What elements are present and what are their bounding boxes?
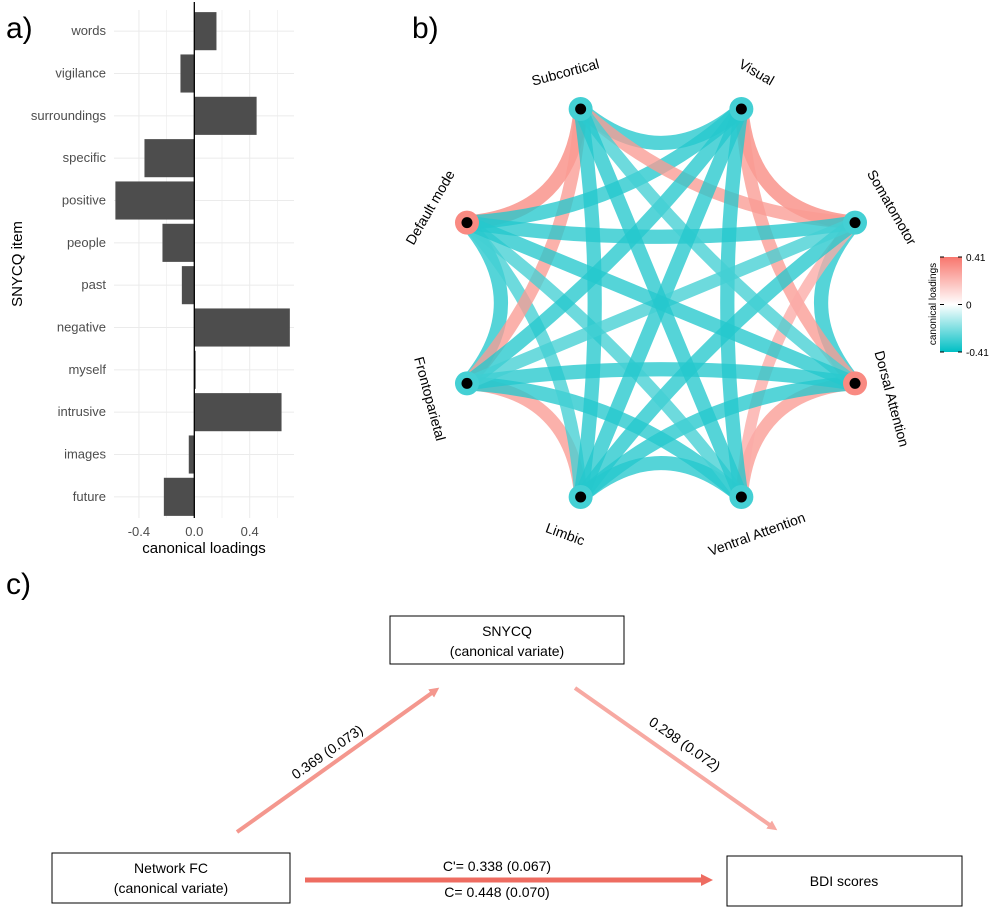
y-tick-label: negative	[57, 320, 106, 335]
bar-negative	[194, 308, 290, 347]
node-dot-Somatomotor	[849, 217, 861, 229]
x-tick-label: 0.4	[241, 524, 259, 539]
legend-tick-label: 0.41	[966, 253, 986, 264]
legend-ticks: 0.41 0 -0.41	[940, 253, 989, 359]
bar-myself	[194, 350, 196, 389]
legend-title: canonical loadings	[928, 263, 939, 345]
color-legend: 0.41 0 -0.41 canonical loadings	[928, 253, 989, 359]
predictor-line1: Network FC	[134, 860, 208, 876]
y-tick-label: past	[81, 277, 106, 292]
edge-Default mode-Somatomotor	[459, 215, 863, 244]
panel-a-bar-chart: a) words vigilance surroundings specific pos…	[6, 2, 294, 557]
node-dot-Ventral Attention	[735, 491, 747, 503]
node-dot-Visual	[735, 103, 747, 115]
edge-Frontoparietal-Visual	[459, 101, 749, 391]
y-tick-label: specific	[63, 150, 107, 165]
bar-people	[162, 223, 195, 262]
edges	[459, 101, 863, 505]
mediator-box	[389, 615, 625, 665]
node-dot-Frontoparietal	[461, 377, 473, 389]
x-tick-label: 0.0	[185, 524, 203, 539]
bar-intrusive	[194, 393, 282, 432]
mediator-line2: (canonical variate)	[450, 643, 564, 659]
node-label: Ventral Attention	[706, 509, 807, 559]
node-label: Frontoparietal	[411, 355, 449, 443]
panel-b-letter: b)	[412, 12, 439, 45]
x-tick-labels: -0.4 0.0 0.4	[128, 524, 259, 539]
y-tick-label: future	[73, 489, 106, 504]
node-label: Somatomotor	[864, 167, 920, 248]
y-tick-label: people	[67, 235, 106, 250]
y-tick-label: images	[64, 447, 106, 462]
node-label: Default mode	[402, 167, 458, 247]
legend-colorbar	[940, 257, 962, 352]
panel-a-letter: a)	[6, 12, 33, 45]
plot-area	[114, 10, 294, 518]
nodes	[454, 96, 868, 510]
panel-c-path-diagram: c) SNYCQ (canonical variate) Network FC …	[6, 568, 963, 907]
y-tick-label: surroundings	[31, 108, 107, 123]
x-axis-title: canonical loadings	[142, 540, 265, 557]
panel-c-letter: c)	[6, 568, 31, 601]
bar-specific	[144, 139, 195, 178]
path-a-label: 0.369 (0.073)	[288, 721, 365, 782]
bar-future	[163, 477, 195, 516]
path-b-arrow	[573, 686, 778, 831]
y-tick-labels: words vigilance surroundings specific positi…	[31, 23, 107, 504]
y-tick-label: words	[70, 23, 106, 38]
node-label: Limbic	[544, 520, 588, 549]
bar-vigilance	[180, 54, 195, 93]
y-tick-label: myself	[68, 362, 106, 377]
edge-Somatomotor-Limbic	[573, 215, 863, 505]
x-tick-label: -0.4	[128, 524, 150, 539]
legend-tick-label: 0	[966, 301, 972, 312]
node-label: Visual	[736, 56, 777, 89]
node-label: Dorsal Attention	[871, 349, 912, 449]
bar-past	[181, 266, 195, 305]
y-tick-label: positive	[62, 193, 106, 208]
edge-Limbic-Subcortical	[573, 101, 602, 505]
path-a-arrow	[235, 687, 440, 834]
outcome-line1: BDI scores	[810, 873, 878, 889]
bar-surroundings	[194, 96, 257, 135]
bar-positive	[115, 181, 195, 220]
y-tick-label: intrusive	[58, 404, 106, 419]
edge-Dorsal Attention-Frontoparietal	[459, 362, 863, 391]
edge-Visual-Ventral Attention	[720, 101, 749, 505]
node-dot-Dorsal Attention	[849, 377, 861, 389]
node-dot-Subcortical	[575, 103, 587, 115]
node-label: Subcortical	[530, 55, 601, 88]
outcome-box	[726, 855, 963, 907]
y-axis-title: SNYCQ item	[9, 221, 26, 307]
node-dot-Limbic	[575, 491, 587, 503]
edge-Subcortical-Dorsal Attention	[574, 102, 862, 390]
predictor-line2: (canonical variate)	[114, 880, 228, 896]
predictor-box	[51, 852, 291, 904]
path-c-prime-label: C'= 0.338 (0.067)	[443, 858, 551, 874]
path-c-label: C= 0.448 (0.070)	[444, 884, 549, 900]
bar-words	[194, 12, 217, 51]
mediator-line1: SNYCQ	[482, 623, 532, 639]
bars	[115, 12, 290, 516]
edge-Ventral Attention-Subcortical	[573, 101, 749, 505]
node-dot-Default mode	[461, 217, 473, 229]
edge-Ventral Attention-Default mode	[460, 216, 748, 504]
bar-images	[188, 435, 195, 474]
legend-tick-label: -0.41	[966, 348, 989, 359]
y-tick-label: vigilance	[55, 66, 106, 81]
